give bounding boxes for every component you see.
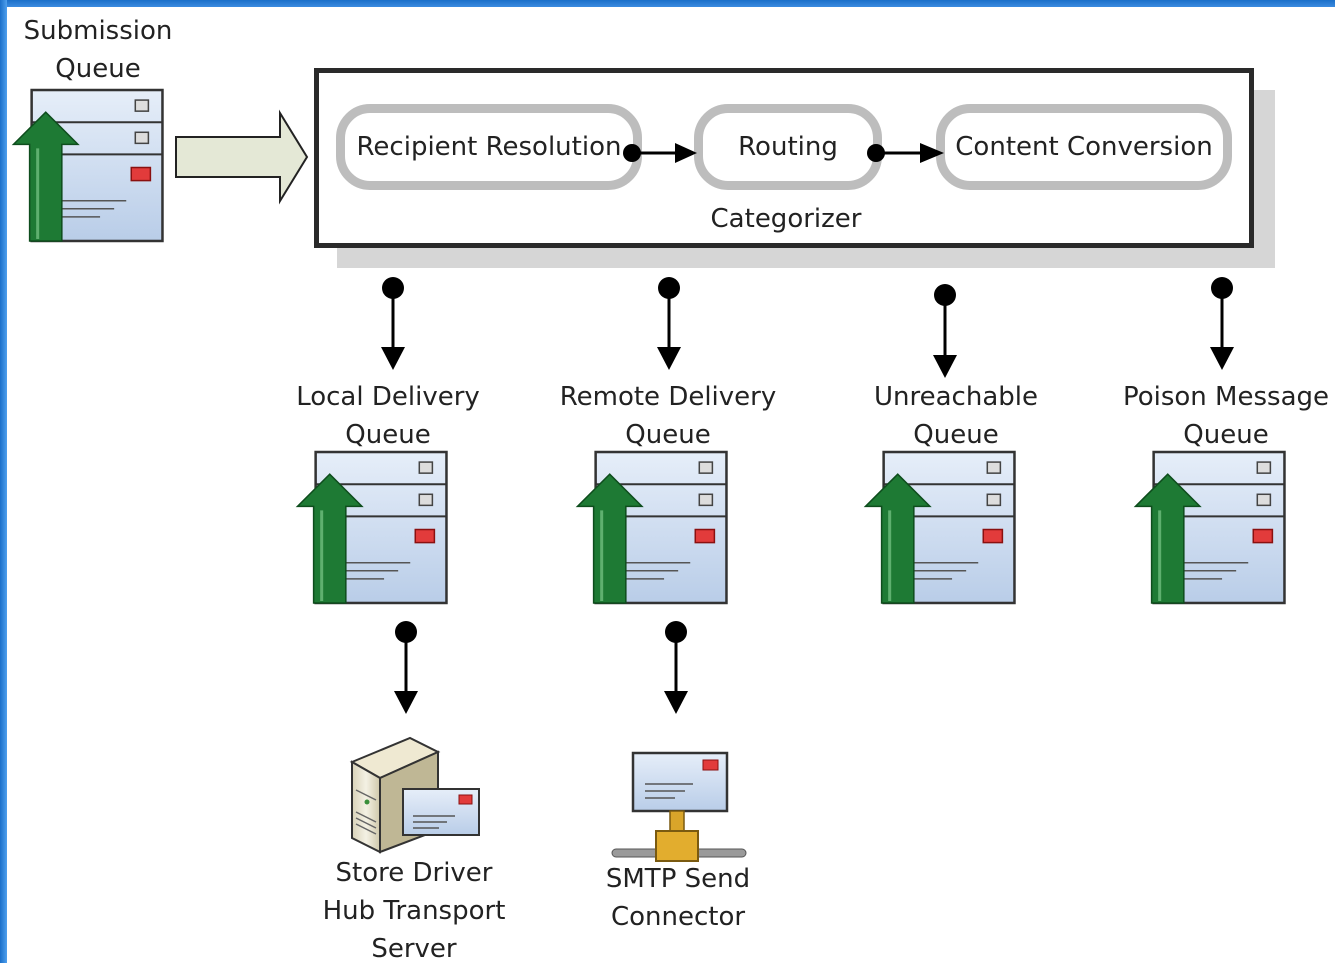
window-frame-left (0, 0, 7, 963)
connector-to-local-queue (381, 277, 405, 370)
poison-message-queue-label: Poison Message Queue (1116, 378, 1335, 454)
smtp-connector-icon (611, 751, 747, 862)
store-driver-label-line2: Hub Transport (322, 896, 506, 926)
smtp-label-line2: Connector (610, 902, 746, 932)
local-queue-label-line2: Queue (345, 420, 431, 450)
store-driver-label: Store Driver Hub Transport Server (304, 854, 524, 968)
smtp-send-connector-label: SMTP Send Connector (578, 860, 778, 936)
submission-queue-label: Submission Queue (18, 12, 178, 88)
remote-delivery-queue-icon (575, 450, 729, 605)
stage-recipient-resolution: Recipient Resolution (336, 104, 642, 190)
connector-to-poison-queue (1210, 277, 1234, 370)
remote-queue-label-line1: Remote Delivery (559, 382, 777, 412)
store-driver-label-line1: Store Driver (335, 858, 493, 888)
remote-delivery-queue-label: Remote Delivery Queue (557, 378, 779, 454)
poison-queue-label-line2: Queue (1183, 420, 1269, 450)
connector-to-remote-queue (657, 277, 681, 370)
stage-routing-label: Routing (738, 132, 838, 162)
categorizer-label: Categorizer (710, 204, 862, 234)
local-delivery-queue-icon (295, 450, 449, 605)
window-frame-top (0, 0, 1335, 7)
unreachable-queue-label-line2: Queue (913, 420, 999, 450)
poison-queue-label-line1: Poison Message (1122, 382, 1330, 412)
connector-local-to-store-driver (394, 621, 418, 714)
local-queue-label-line1: Local Delivery (296, 382, 480, 412)
remote-queue-label-line2: Queue (625, 420, 711, 450)
stage-routing: Routing (694, 104, 882, 190)
submission-queue-icon (11, 88, 165, 243)
stage-content-conversion-label: Content Conversion (955, 132, 1213, 162)
submission-to-categorizer-arrow (175, 109, 309, 205)
stage-content-conversion: Content Conversion (936, 104, 1232, 190)
store-driver-server-icon (349, 736, 480, 854)
submission-queue-label-line1: Submission (23, 16, 173, 46)
unreachable-queue-label: Unreachable Queue (866, 378, 1046, 454)
store-driver-label-line3: Server (371, 934, 457, 964)
connector-to-unreachable-queue (933, 284, 957, 378)
stage-recipient-resolution-label: Recipient Resolution (356, 132, 622, 162)
connector-routing-to-conversion (867, 143, 944, 163)
unreachable-queue-label-line1: Unreachable (874, 382, 1038, 412)
poison-message-queue-icon (1133, 450, 1287, 605)
connector-remote-to-smtp (664, 621, 688, 714)
local-delivery-queue-label: Local Delivery Queue (288, 378, 488, 454)
smtp-label-line1: SMTP Send (605, 864, 751, 894)
connector-resolution-to-routing (623, 143, 697, 163)
unreachable-queue-icon (863, 450, 1017, 605)
submission-queue-label-line2: Queue (55, 54, 141, 84)
